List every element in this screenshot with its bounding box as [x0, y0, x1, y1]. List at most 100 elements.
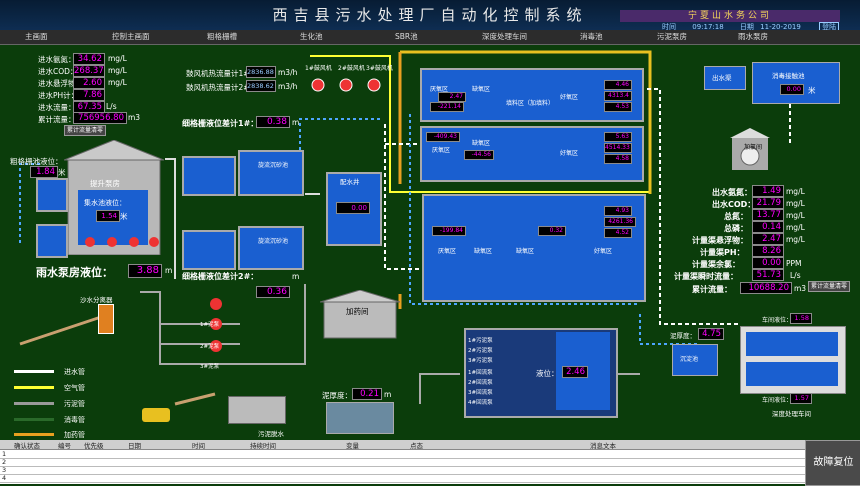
- workshop-level-label: 车间液位：: [762, 397, 793, 404]
- legend-line-disinfect: [14, 418, 54, 421]
- truck-icon: [142, 408, 170, 422]
- zone-label: 好氧区: [560, 94, 579, 101]
- zone-label: 厌氧区: [438, 248, 457, 255]
- alarm-column-header: 时间: [192, 442, 205, 450]
- sludge-pump-label: 3#回流泵: [468, 390, 493, 396]
- outlet-unit: m3: [794, 284, 807, 293]
- blower-flow-label-1: 鼓风机热流量计1#：: [186, 69, 258, 78]
- blower-flow-label-2: 鼓风机热流量计2#：: [186, 83, 258, 92]
- fine-screen-tank-2: [182, 230, 236, 270]
- alarm-row[interactable]: 2: [0, 458, 805, 467]
- alarm-row-index: 3: [2, 466, 7, 474]
- bio1-value: 2.47: [438, 92, 466, 102]
- nav-bio-tank[interactable]: 生化池: [300, 32, 323, 41]
- distribution-well-label: 配水井: [340, 178, 360, 186]
- nav-control-main[interactable]: 控制主画面: [112, 32, 150, 41]
- datetime-panel: 时间 09:17:18 日期 11-20-2019 登陆: [662, 22, 852, 32]
- blower-flow-value-1: 2836.88: [246, 66, 276, 78]
- outlet-label: 计量渠瞬时流量：: [674, 272, 738, 281]
- alarm-column-header: 编号: [58, 442, 71, 450]
- workshop-level-value: 1.58: [790, 313, 812, 324]
- nav-sludge-pump[interactable]: 污泥泵房: [657, 32, 687, 41]
- inlet-unit: mg/L: [108, 78, 127, 87]
- legend-label: 进水管: [64, 368, 85, 376]
- sand-separator: [98, 304, 114, 334]
- zone-label: 缺氧区: [472, 86, 491, 93]
- sludge-level-value: 2.46: [562, 366, 588, 378]
- nav-disinfect[interactable]: 消毒池: [580, 32, 603, 41]
- outlet-unit: mg/L: [786, 223, 805, 232]
- fault-reset-button[interactable]: 故障复位: [805, 440, 860, 486]
- coarse-level-label: 粗格栅池液位：: [10, 157, 63, 166]
- inlet-unit: mg/L: [108, 54, 127, 63]
- outlet-label: 计量渠PH：: [700, 248, 745, 257]
- inlet-value: 268.37: [73, 65, 105, 77]
- fine-screen-value-2: 0.36: [256, 286, 290, 298]
- sedimentation-tank: [672, 344, 718, 376]
- zone-label: 厌氧区: [430, 86, 449, 93]
- alarm-row-index: 1: [2, 450, 7, 458]
- inlet-unit: m3: [128, 113, 141, 122]
- nav-sbr[interactable]: SBR池: [395, 32, 418, 41]
- bio3-value: 4261.36: [604, 217, 636, 227]
- legend-label: 空气管: [64, 384, 85, 392]
- mud-thickness-label: 泥厚度：: [670, 332, 696, 340]
- login-button[interactable]: 登陆: [819, 22, 840, 32]
- inlet-flow-reset-button[interactable]: 累计流量清零: [64, 125, 106, 136]
- outlet-flow-reset-button[interactable]: 累计流量清零: [808, 281, 850, 292]
- outlet-label: 计量渠悬浮物：: [692, 236, 748, 245]
- contact-tank-label: 消毒接触池: [772, 72, 805, 80]
- nav-rain-pump[interactable]: 雨水泵房: [738, 32, 768, 41]
- fine-screen-label-1: 细格栅液位差计1#：: [182, 119, 259, 128]
- outlet-unit: mg/L: [786, 199, 805, 208]
- mud-thickness-value: 4.75: [698, 328, 724, 340]
- inlet-label: 累计流量：: [38, 115, 76, 124]
- outlet-value: 51.73: [752, 269, 784, 281]
- workshop-level-label: 车间液位：: [762, 317, 793, 324]
- sludge-pump-label: 2#泥泵: [200, 344, 220, 350]
- sludge-thickness-label: 泥厚度：: [322, 391, 352, 400]
- fine-screen-unit: m: [292, 272, 300, 281]
- alarm-row[interactable]: 1: [0, 450, 805, 459]
- alarm-column-header: 确认状态: [14, 442, 40, 450]
- contact-tank: [752, 62, 840, 104]
- fine-screen-unit: m: [292, 118, 300, 127]
- blower-icons: [311, 78, 381, 92]
- rain-level-value: 3.88: [128, 264, 162, 278]
- outlet-value: 8.26: [752, 245, 784, 257]
- inlet-unit: mg/L: [108, 66, 127, 75]
- contact-tank-unit: 米: [808, 86, 816, 95]
- sludge-pump-label: 1#回流泵: [468, 370, 493, 376]
- sludge-pump-label: 4#回流泵: [468, 400, 493, 406]
- legend-line-sludge: [14, 402, 54, 405]
- sludge-pump-label: 1#泥泵: [200, 322, 220, 328]
- bio1-value: 4.46: [604, 80, 632, 90]
- alarm-table-header: 确认状态 编号 优先级 日期 时间 持续时间 变量 点态 消息文本: [0, 440, 805, 450]
- outlet-channel: [704, 66, 746, 90]
- bio3-value: 4.93: [604, 206, 632, 216]
- workshop-level-value: 1.57: [790, 393, 812, 404]
- blower-1-label: 1#鼓风机: [305, 65, 332, 72]
- outlet-value: 10688.20: [740, 282, 792, 294]
- time-value: 09:17:18: [692, 23, 724, 31]
- sludge-thickness-value: 0.21: [352, 388, 382, 400]
- sludge-pump-label: 2#污泥泵: [468, 348, 493, 354]
- alarm-row[interactable]: 4: [0, 474, 805, 483]
- inlet-label: 进水PH计：: [38, 91, 79, 100]
- zone-label: 缺氧区: [474, 248, 493, 255]
- outlet-unit: mg/L: [786, 211, 805, 220]
- alarm-row[interactable]: 3: [0, 466, 805, 475]
- nav-depth[interactable]: 深度处理车间: [482, 32, 527, 41]
- fine-screen-tank-1: [182, 156, 236, 196]
- bio3-value: 0.32: [538, 226, 566, 236]
- bio1-value: 4.53: [604, 102, 632, 112]
- pool-level-value: 1.54: [96, 210, 120, 222]
- grit-label-1: 旋流沉砂池: [258, 162, 289, 169]
- nav-main[interactable]: 主画面: [25, 32, 48, 41]
- outlet-label: 计量渠余氯：: [692, 260, 740, 269]
- alarm-column-header: 消息文本: [590, 442, 616, 450]
- sludge-level-label: 液位：: [536, 369, 559, 378]
- outlet-value: 13.77: [752, 209, 784, 221]
- chlorine-house-label: 加氯间: [744, 144, 763, 151]
- nav-coarse-screen[interactable]: 粗格栅槽: [207, 32, 237, 41]
